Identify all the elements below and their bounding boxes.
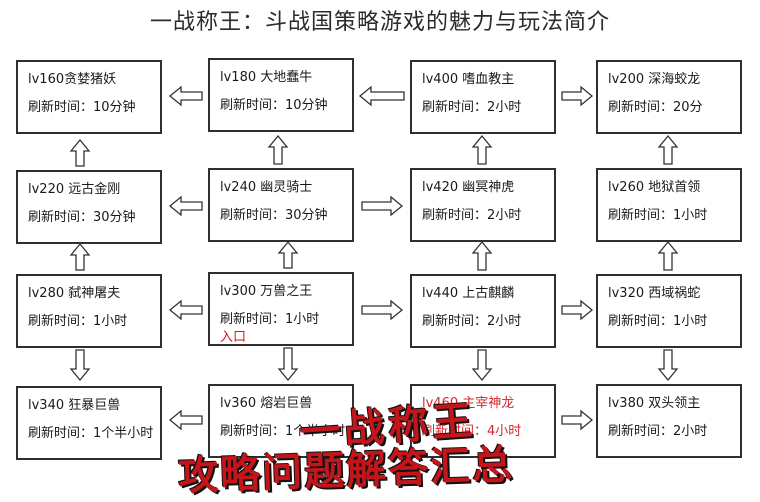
arrow-lv360-to-lv340: [168, 409, 203, 431]
refresh-time: 刷新时间：4小时: [422, 424, 522, 439]
boss-box-lv460: lv460 主宰神龙 刷新时间：4小时: [410, 384, 556, 458]
boss-name: lv240 幽灵骑士: [220, 180, 313, 195]
arrow-lv400-to-lv180: [358, 85, 405, 107]
boss-box-lv380: lv380 双头领主 刷新时间：2小时: [596, 384, 742, 458]
refresh-time: 刷新时间：10分钟: [220, 98, 328, 113]
arrow-lv420-to-lv400: [471, 134, 493, 165]
arrow-lv240-to-lv180: [267, 134, 289, 165]
boss-name: lv380 双头领主: [608, 396, 701, 411]
arrow-lv300-to-lv280: [168, 299, 203, 321]
arrow-lv400-to-lv200: [561, 85, 594, 107]
arrow-layer: [69, 85, 679, 431]
refresh-time: 刷新时间：1个半小时: [220, 424, 346, 439]
refresh-time: 刷新时间：1小时: [220, 312, 320, 327]
boss-name: lv440 上古麒麟: [422, 286, 515, 301]
arrow-lv300-to-lv360: [277, 347, 299, 382]
boss-name: lv320 西域祸蛇: [608, 286, 701, 301]
boss-name: lv300 万兽之王: [220, 284, 313, 299]
boss-box-lv220: lv220 远古金刚 刷新时间：30分钟: [16, 170, 162, 244]
refresh-time: 刷新时间：2小时: [608, 424, 708, 439]
boss-name: lv460 主宰神龙: [422, 396, 515, 411]
arrow-lv240-to-lv220: [168, 195, 203, 217]
boss-name: lv200 深海蛟龙: [608, 72, 701, 87]
boss-name: lv280 弑神屠夫: [28, 286, 121, 301]
boss-name: lv420 幽冥神虎: [422, 180, 515, 195]
refresh-time: 刷新时间：2小时: [422, 208, 522, 223]
refresh-time: 刷新时间：20分: [608, 100, 703, 115]
arrow-lv300-to-lv240: [277, 240, 299, 269]
arrow-lv180-to-lv160: [168, 85, 203, 107]
arrow-lv320-to-lv260: [657, 240, 679, 271]
arrow-lv260-to-lv200: [657, 134, 679, 165]
refresh-time: 刷新时间：30分钟: [28, 210, 136, 225]
arrow-lv460-to-lv380: [561, 409, 594, 431]
boss-box-lv320: lv320 西域祸蛇 刷新时间：1小时: [596, 274, 742, 348]
refresh-time: 刷新时间：1小时: [608, 314, 708, 329]
arrow-lv280-to-lv340: [69, 349, 91, 382]
refresh-time: 刷新时间：2小时: [422, 100, 522, 115]
arrow-lv320-to-lv380: [657, 349, 679, 382]
arrow-lv440-to-lv460: [471, 349, 493, 382]
page-title: 一战称王：斗战国策略游戏的魅力与玩法简介: [149, 10, 610, 35]
arrow-lv240-to-lv420: [361, 195, 404, 217]
boss-box-lv420: lv420 幽冥神虎 刷新时间：2小时: [410, 168, 556, 242]
boss-name: lv260 地狱首领: [608, 180, 701, 195]
arrow-lv220-to-lv160: [69, 138, 91, 167]
watermark-logo-line2: 攻略问题解答汇总: [177, 441, 515, 500]
boss-box-lv200: lv200 深海蛟龙 刷新时间：20分: [596, 60, 742, 134]
boss-box-lv340: lv340 狂暴巨兽 刷新时间：1个半小时: [16, 386, 162, 460]
boss-box-lv280: lv280 弑神屠夫 刷新时间：1小时: [16, 274, 162, 348]
arrow-lv280-to-lv220: [69, 242, 91, 271]
refresh-time: 刷新时间：30分钟: [220, 208, 328, 223]
boss-name: lv340 狂暴巨兽: [28, 398, 121, 413]
boss-box-lv260: lv260 地狱首领 刷新时间：1小时: [596, 168, 742, 242]
arrow-lv440-to-lv420: [471, 240, 493, 271]
refresh-time: 刷新时间：1小时: [28, 314, 128, 329]
entrance-label: 入口: [220, 330, 247, 345]
boss-box-lv300: lv300 万兽之王 刷新时间：1小时 入口: [208, 272, 354, 346]
refresh-time: 刷新时间：1个半小时: [28, 426, 154, 441]
arrow-lv440-to-lv320: [561, 299, 594, 321]
boss-box-lv180: lv180 大地蠢牛 刷新时间：10分钟: [208, 58, 354, 132]
arrow-lv300-to-lv440: [361, 299, 404, 321]
refresh-time: 刷新时间：10分钟: [28, 100, 136, 115]
boss-box-lv440: lv440 上古麒麟 刷新时间：2小时: [410, 274, 556, 348]
boss-name: lv400 嗜血教主: [422, 72, 515, 87]
boss-box-lv360: lv360 熔岩巨兽 刷新时间：1个半小时: [208, 384, 354, 458]
refresh-time: 刷新时间：2小时: [422, 314, 522, 329]
boss-name: lv220 远古金刚: [28, 182, 121, 197]
boss-name: lv160贪婪猪妖: [28, 72, 117, 87]
refresh-time: 刷新时间：1小时: [608, 208, 708, 223]
boss-box-lv400: lv400 嗜血教主 刷新时间：2小时: [410, 60, 556, 134]
boss-name: lv360 熔岩巨兽: [220, 396, 313, 411]
boss-name: lv180 大地蠢牛: [220, 70, 313, 85]
boss-box-lv160: lv160贪婪猪妖 刷新时间：10分钟: [16, 60, 162, 134]
boss-box-lv240: lv240 幽灵骑士 刷新时间：30分钟: [208, 168, 354, 242]
